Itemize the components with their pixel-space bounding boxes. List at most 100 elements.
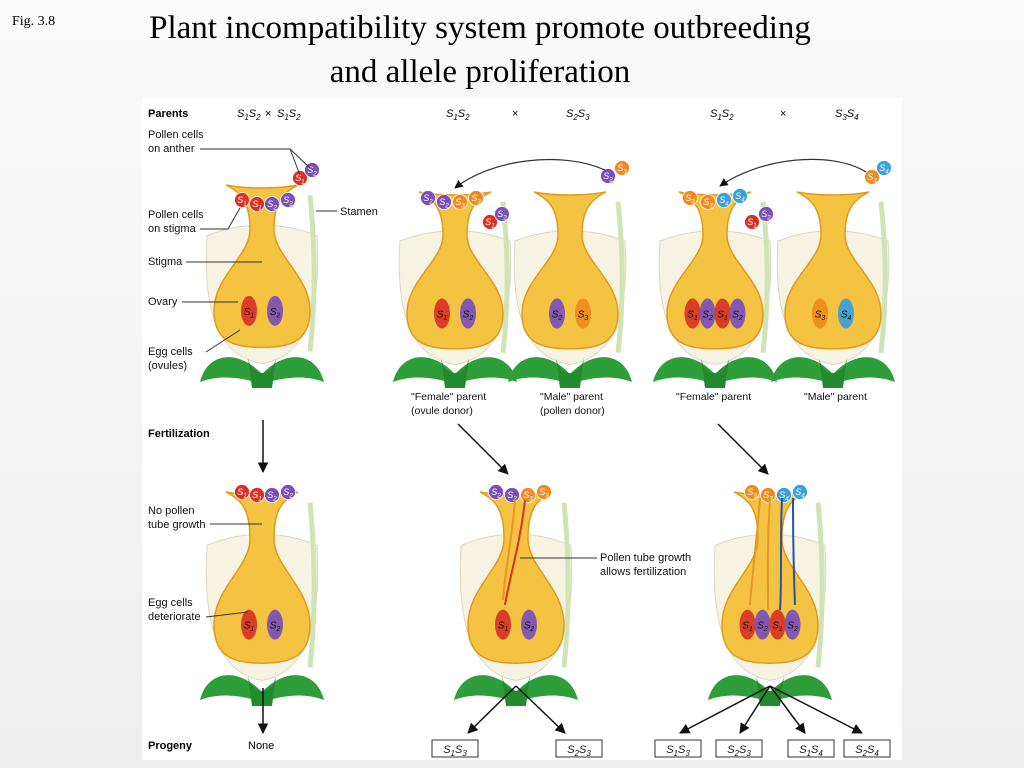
stamen-filament [307,194,317,352]
page-title: Plant incompatibility system promote out… [70,6,890,94]
figure-label: Fig. 3.8 [12,14,56,29]
caption-male-1: "Male" parent [540,391,603,403]
genotype-cross2-male: S2S3 [566,108,590,122]
stem [756,676,784,706]
parent-captions: "Female" parent (ovule donor) "Male" par… [411,391,867,417]
egg-allele-label: S2 [524,621,535,634]
pollen-tube [766,497,771,611]
arrow [679,685,771,734]
egg-cell [699,298,716,329]
leaf [570,357,632,384]
leaf [771,357,833,384]
egg-cell [838,298,854,329]
leaf [200,675,262,702]
pollen-grain: S1 [249,487,265,503]
pollen-allele-label: S1 [485,217,495,229]
pollen-allele-label: S2 [267,490,277,502]
leader-line [289,148,301,176]
leader-line [205,329,241,353]
pollen-allele-label: S4 [779,490,789,502]
progeny-genotype: S1S3 [443,744,467,758]
pollen-grain: S3 [864,169,880,185]
egg-allele-label: S1 [772,621,783,634]
label-stigma: Stigma [148,256,183,268]
pollen-grain: S1 [744,214,760,230]
egg-cell [812,298,828,329]
pollen-grain: S3 [536,484,552,500]
cross-symbol: × [780,108,786,120]
pollen-allele-label: S2 [603,171,613,183]
progeny-genotype: S2S4 [855,744,879,758]
caption-female-2: (ovule donor) [411,405,473,417]
pollen-grain: S4 [716,192,732,208]
leaf [200,357,262,384]
pollen-allele-label: S2 [491,487,501,499]
egg-cell [729,298,746,329]
pollen-grain: S1 [234,192,250,208]
egg-cell [460,298,476,329]
label-pollen-stigma-2: on stigma [148,223,197,235]
genotype-cross2-female: S1S2 [446,108,470,122]
label-no-pollen-2: tube growth [148,519,205,531]
egg-cell [434,298,450,329]
egg-allele-label: S2 [732,310,743,323]
leaf [262,675,324,702]
pollen-tubes [502,497,796,611]
leaf [262,357,324,384]
genotype-cross1-female: S1S2 [237,108,261,122]
pollen-allele-label: S3 [471,193,481,205]
leader-line [205,611,249,618]
pollen-allele-label: S3 [455,197,465,209]
caption-male-2: (pollen donor) [540,405,605,417]
egg-allele-label: S1 [244,621,255,634]
egg-cell [684,298,701,329]
egg-cell [714,298,731,329]
pollen-grain: S3 [682,190,698,206]
pollen-allele-label: S3 [763,490,773,502]
stamen-filament [307,502,317,668]
pollen-grain: S3 [468,190,484,206]
pollen-allele-label: S2 [307,165,317,177]
egg-allele-label: S1 [687,310,698,323]
arrow [769,685,863,734]
egg-allele-label: S2 [552,310,563,323]
pollen-allele-label: S1 [295,173,305,185]
pollen-allele-label: S1 [747,217,757,229]
egg-cell [495,609,511,640]
pollen-grain: S2 [494,206,510,222]
label-pollen-anther-2: on anther [148,143,195,155]
pollen-allele-label: S4 [735,191,745,203]
pollen-grain: S2 [436,194,452,210]
pollen-allele-label: S1 [252,199,262,211]
pollen-allele-label: S4 [795,487,805,499]
pollen-grain: S1 [482,214,498,230]
pollen-allele-label: S1 [237,487,247,499]
progeny-box [654,739,702,758]
pollen-allele-label: S2 [497,209,507,221]
pollen-grain: S2 [488,484,504,500]
genotype-cross3-female: S1S2 [710,108,734,122]
pollen-grain: S4 [792,484,808,500]
label-egg-deteriorate-1: Egg cells [148,597,193,609]
egg-allele-label: S2 [757,621,768,634]
parent-genotypes-1: S1S2 × S1S2 [237,108,301,122]
cross-symbol: × [512,108,518,120]
egg-allele-label: S2 [463,310,474,323]
leaf [508,357,570,384]
pollen-allele-label: S2 [761,209,771,221]
label-stamen: Stamen [340,206,378,218]
structure-labels: Pollen cells on anther Pollen cells on s… [148,129,691,623]
pollen-allele-label: S4 [879,163,889,175]
pollen-allele-label: S2 [439,197,449,209]
egg-cell [784,609,801,640]
cross-symbol: × [265,108,271,120]
label-ovary: Ovary [148,296,178,308]
progeny-genotype: S2S3 [727,744,751,758]
label-pollen-anther-1: Pollen cells [148,129,204,141]
leaf [516,675,578,702]
pollen-grain: S3 [744,484,760,500]
